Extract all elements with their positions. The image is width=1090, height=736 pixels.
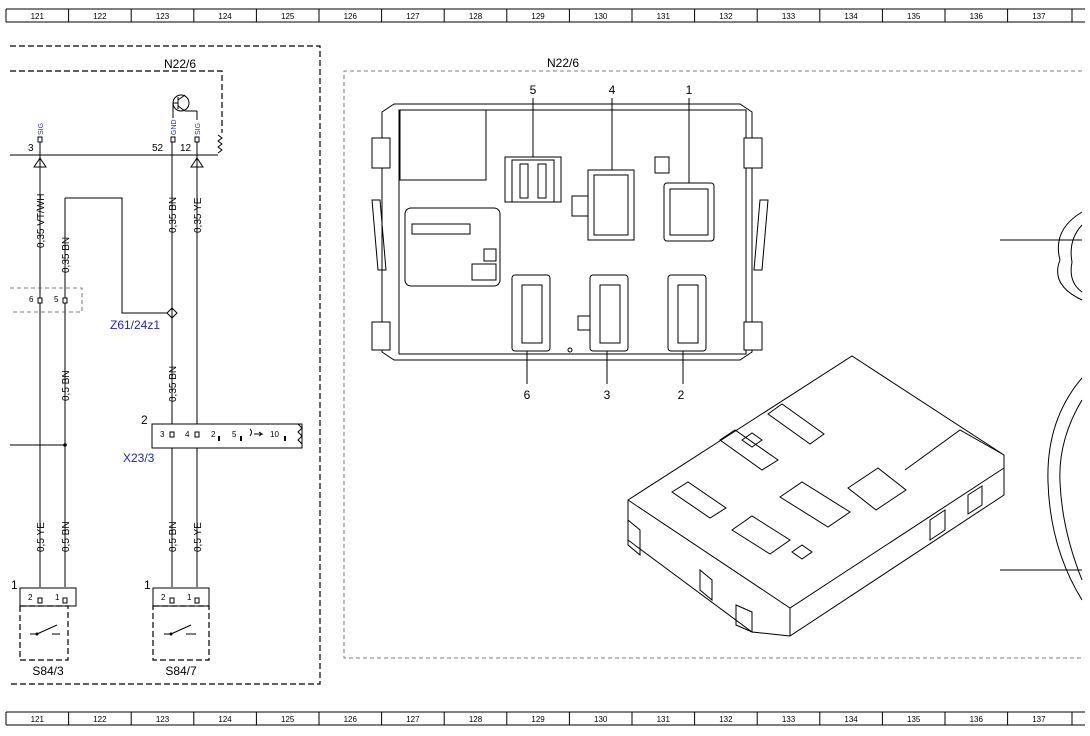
ruler-column-label: 134: [844, 715, 858, 724]
ruler-column-label: 127: [406, 12, 420, 21]
adjacent-part: [1000, 211, 1083, 601]
ruler-column-label: 133: [782, 12, 796, 21]
wire-label: 0,35 BN: [61, 237, 72, 273]
ruler-column-label: 124: [218, 12, 232, 21]
svg-text:4: 4: [185, 430, 190, 439]
ruler-column-label: 122: [93, 12, 107, 21]
ruler-column-label: 127: [406, 715, 420, 724]
pin-sig-12: 12 SIG: [180, 123, 202, 154]
wire-label: 0,35 BN: [168, 197, 179, 233]
ruler-column-label: 126: [344, 715, 358, 724]
pin-gnd-52: 52 GND: [152, 119, 178, 154]
svg-text:S84/3: S84/3: [32, 664, 64, 678]
pin-sig-3: 3 SIG: [28, 123, 45, 154]
svg-text:SIG: SIG: [38, 123, 45, 135]
schematic: N22/6 3 SIG 52 GND 12 SIG: [10, 45, 321, 685]
svg-text:2: 2: [161, 593, 166, 602]
svg-text:5: 5: [54, 295, 59, 304]
wire-label: 0,5 YE: [36, 522, 47, 552]
svg-text:3: 3: [28, 143, 34, 154]
connector-number: 5: [530, 83, 537, 97]
ruler-column-label: 137: [1032, 12, 1046, 21]
transistor-icon: [172, 94, 198, 120]
ruler-column-label: 132: [719, 715, 733, 724]
svg-text:1: 1: [55, 593, 60, 602]
switch-s84-3: 1 2 1 S84/3: [11, 578, 77, 678]
svg-text:12: 12: [180, 143, 192, 154]
ruler-column-label: 129: [531, 715, 545, 724]
svg-text:52: 52: [152, 143, 164, 154]
svg-text:5: 5: [232, 430, 237, 439]
ruler-column-label: 135: [907, 715, 921, 724]
wire-label: 0,5 BN: [61, 370, 72, 401]
connector-x23-3: 2 3 4 2 5 10 X23/3: [123, 413, 303, 465]
svg-text:6: 6: [29, 295, 34, 304]
splice-label: Z61/24z1: [110, 318, 160, 332]
connector-number: 2: [678, 388, 685, 402]
connector-number: 4: [609, 83, 616, 97]
module-box: [10, 70, 223, 133]
module-top-view: [371, 103, 769, 361]
svg-text:1: 1: [187, 593, 192, 602]
svg-text:S84/7: S84/7: [165, 664, 197, 678]
svg-text:3: 3: [160, 430, 165, 439]
connector-number: 3: [604, 388, 611, 402]
svg-text:10: 10: [270, 430, 279, 439]
connector-number: 6: [524, 388, 531, 402]
ruler-column-label: 135: [907, 12, 921, 21]
switch-icon: [164, 624, 196, 636]
svg-text:GND: GND: [171, 119, 178, 135]
view-boundary: [343, 70, 1082, 659]
ruler-column-label: 126: [344, 12, 358, 21]
switch-icon: [30, 624, 60, 636]
svg-text:2: 2: [141, 413, 148, 427]
ruler-column-label: 133: [782, 715, 796, 724]
left-connector: 6 5: [10, 287, 83, 313]
connector-label: X23/3: [123, 451, 155, 465]
component-view: N22/6: [343, 56, 1083, 659]
ruler-column-label: 121: [31, 12, 45, 21]
schematic-boundary: [10, 45, 321, 685]
ruler-column-label: 134: [844, 12, 858, 21]
wire-label: 0,35 VT/WH: [36, 194, 47, 248]
wire-label: 0,5 BN: [168, 521, 179, 552]
ruler-column-label: 122: [93, 715, 107, 724]
connector-number: 1: [686, 83, 693, 97]
svg-text:1: 1: [11, 578, 18, 592]
ruler-column-label: 121: [31, 715, 45, 724]
view-module-label: N22/6: [547, 56, 579, 70]
ruler-column-label: 136: [970, 715, 984, 724]
ruler-column-label: 131: [657, 12, 671, 21]
wire-label: 0,5 BN: [61, 521, 72, 552]
wire-label: 0,35 BN: [168, 366, 179, 402]
svg-text:1: 1: [144, 578, 151, 592]
svg-text:SIG: SIG: [195, 123, 202, 135]
ruler-column-label: 128: [469, 715, 483, 724]
ruler-column-label: 136: [970, 12, 984, 21]
module-label: N22/6: [164, 57, 196, 71]
ruler-column-label: 124: [218, 715, 232, 724]
ruler-column-label: 130: [594, 715, 608, 724]
wire-label: 0,35 YE: [193, 197, 204, 233]
splice-icon: [166, 307, 178, 319]
ruler-column-label: 125: [281, 12, 295, 21]
wire-label: 0,5 YE: [193, 522, 204, 552]
module-isometric-view: [627, 355, 1005, 637]
ruler-column-label: 123: [156, 12, 170, 21]
ruler-column-label: 125: [281, 715, 295, 724]
ruler-column-label: 123: [156, 715, 170, 724]
ruler-bottom: 121 122 123 124 125 126 127 128 129 130 131 132 133 1…: [5, 711, 1085, 726]
svg-text:2: 2: [211, 430, 216, 439]
switch-s84-7: 1 2 1 S84/7: [144, 578, 210, 678]
ruler-column-label: 132: [719, 12, 733, 21]
ruler-column-label: 128: [469, 12, 483, 21]
ruler-column-label: 129: [531, 12, 545, 21]
ruler-column-label: 137: [1032, 715, 1046, 724]
ruler-column-label: 131: [657, 715, 671, 724]
ruler-top: 121 122 123 124 125 126 127 128 129 130 131 132 133 1…: [5, 8, 1085, 23]
svg-text:2: 2: [28, 593, 33, 602]
ruler-column-label: 130: [594, 12, 608, 21]
